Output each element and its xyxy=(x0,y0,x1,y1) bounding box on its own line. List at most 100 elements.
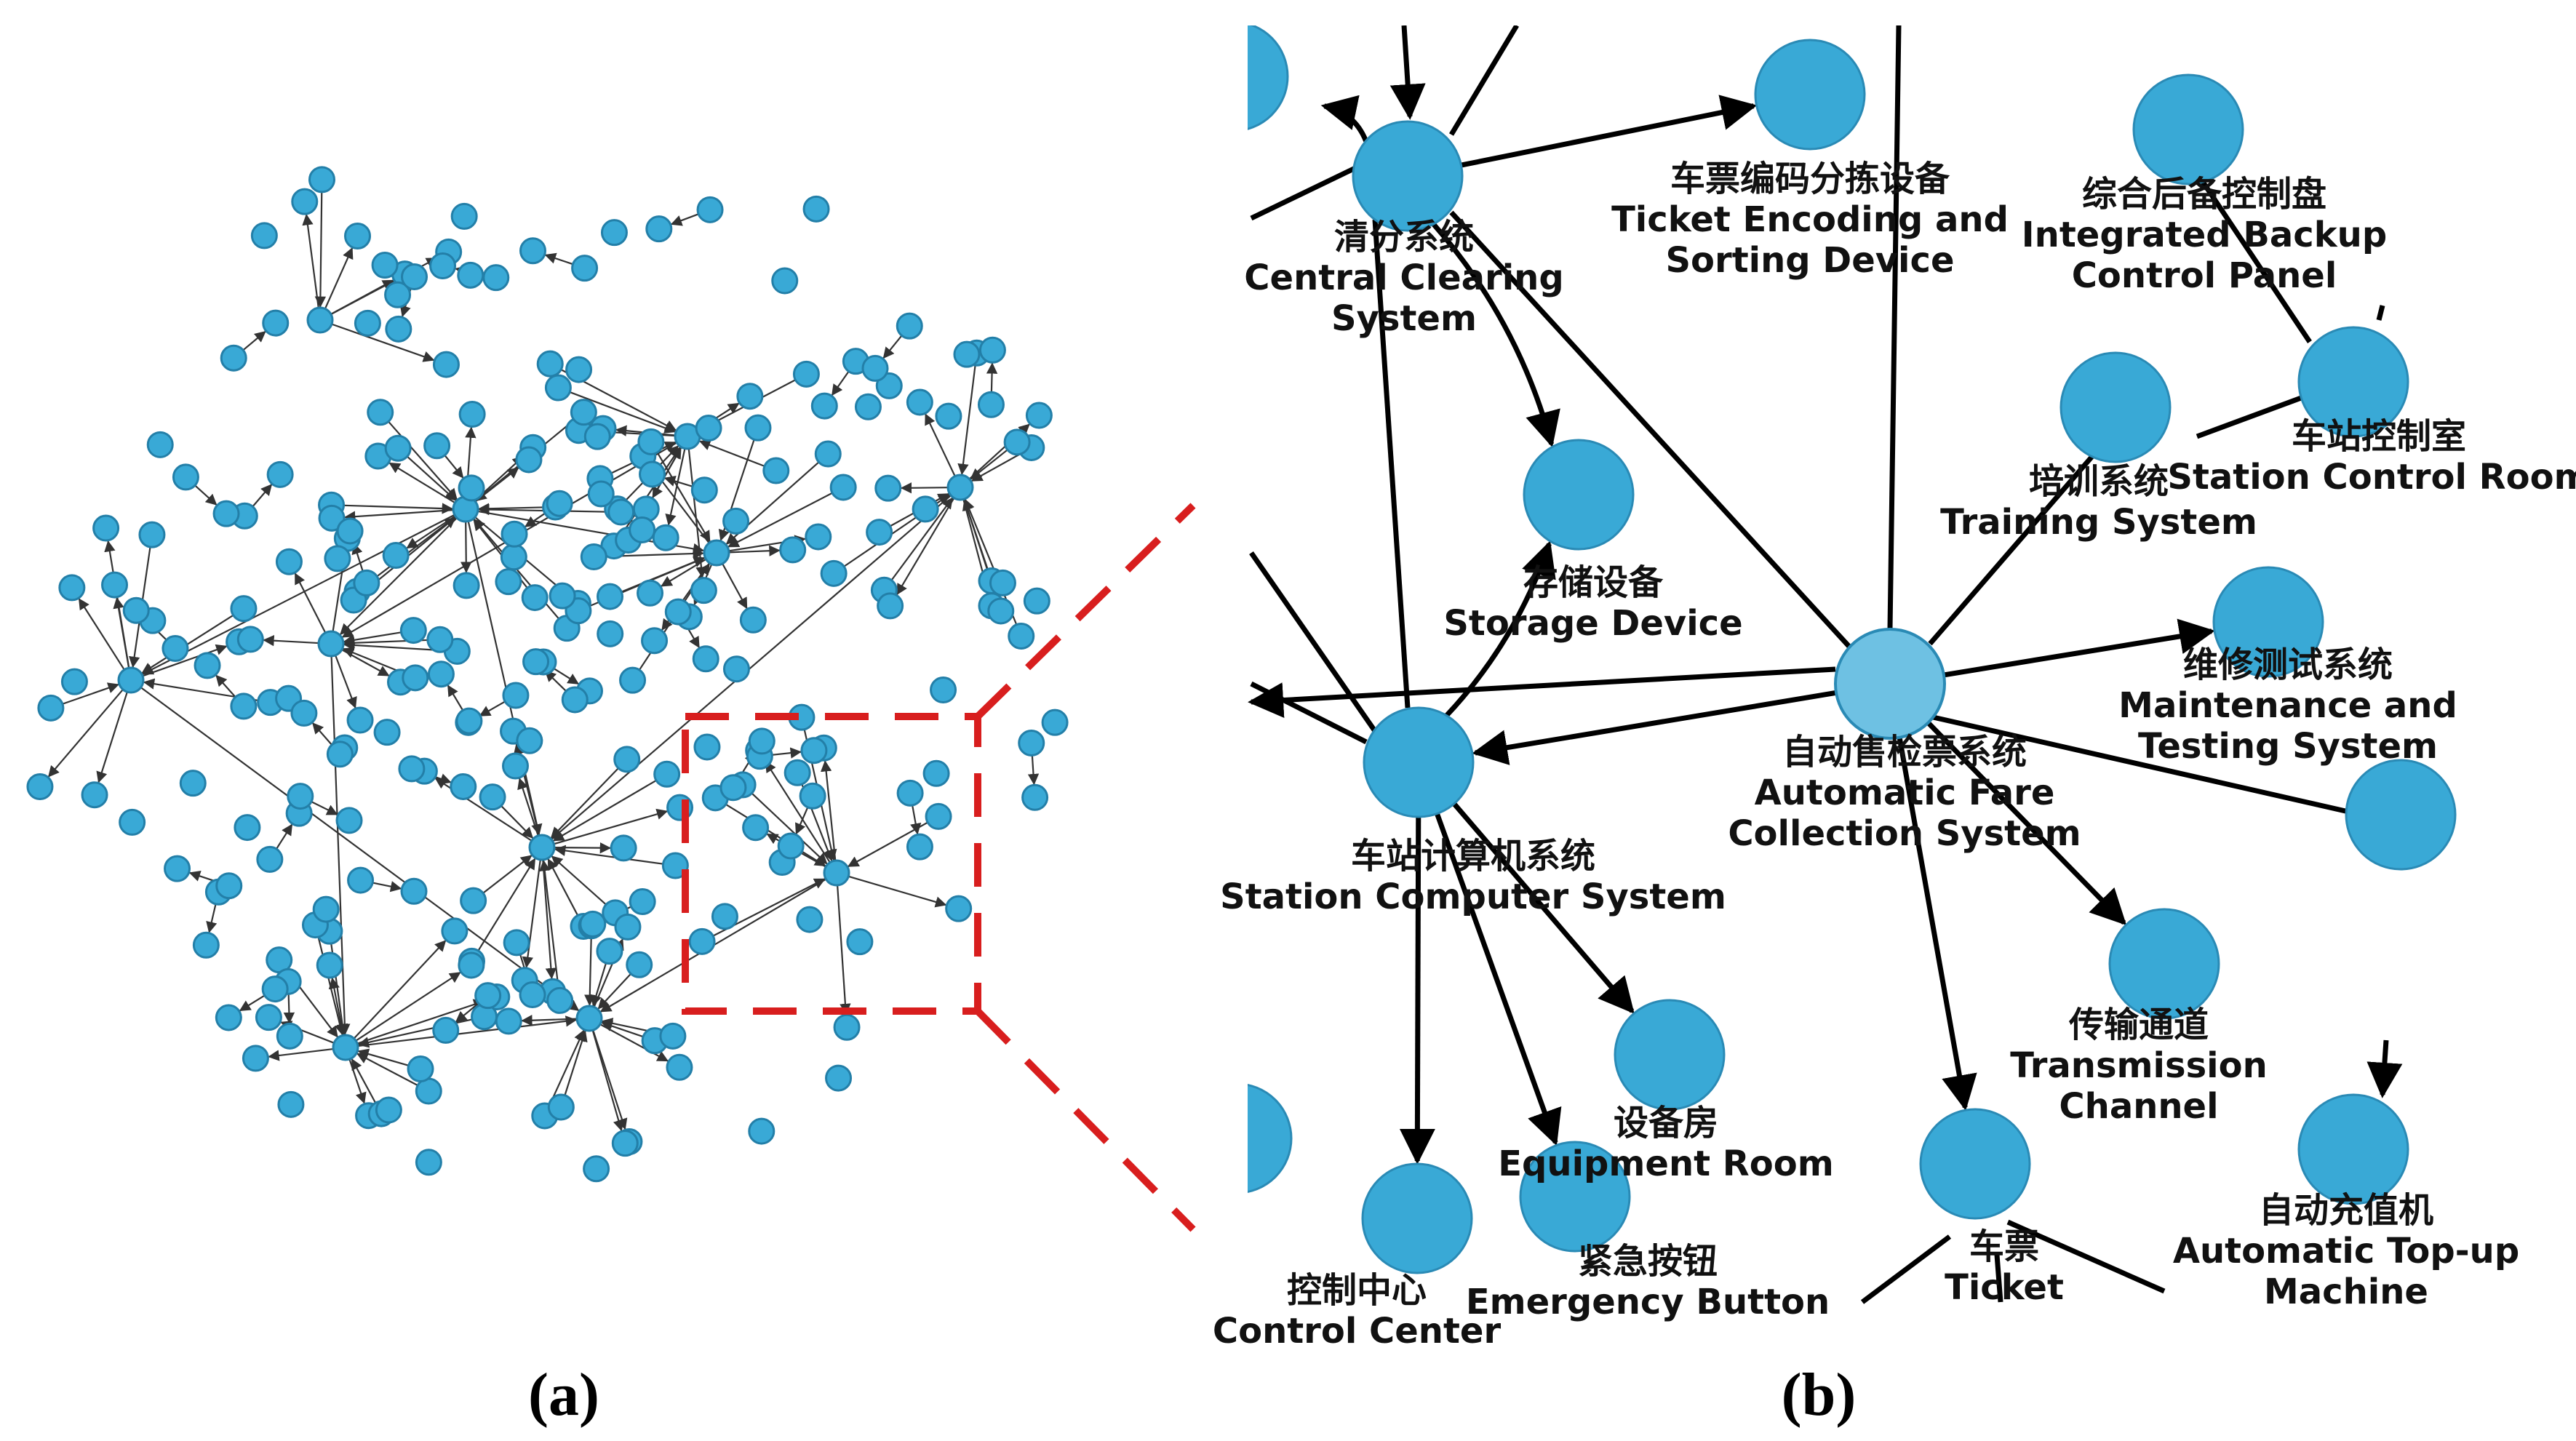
node-offscreen xyxy=(1248,1084,1293,1193)
detail-edge xyxy=(1372,219,1411,708)
detail-edge xyxy=(1250,681,1368,745)
overview-node xyxy=(427,660,455,688)
overview-edge xyxy=(549,1029,585,1105)
overview-edge xyxy=(550,855,607,906)
detail-edge xyxy=(1926,721,2127,926)
overview-node xyxy=(502,682,530,709)
overview-hub-node xyxy=(317,630,345,658)
overview-node xyxy=(452,572,480,599)
overview-node xyxy=(688,927,716,955)
overview-node xyxy=(613,746,641,773)
overview-node xyxy=(164,855,191,882)
overview-edge xyxy=(539,859,559,989)
overview-edge xyxy=(551,495,952,840)
overview-node xyxy=(354,309,381,337)
overview-node xyxy=(335,807,363,834)
overview-node xyxy=(637,579,664,607)
overview-edge xyxy=(302,213,319,308)
overview-node xyxy=(81,781,108,809)
detail-edge xyxy=(2201,180,2312,343)
detail-edge xyxy=(1249,551,1377,733)
overview-node xyxy=(820,559,848,587)
overview-node xyxy=(565,356,593,383)
overview-edge xyxy=(924,412,956,477)
overview-node xyxy=(291,188,319,215)
overview-node xyxy=(516,727,543,754)
overview-node xyxy=(906,388,933,416)
overview-node xyxy=(455,707,483,735)
overview-edge xyxy=(665,448,686,526)
zoom-leader-bottom xyxy=(975,1008,1196,1232)
overview-node xyxy=(450,202,478,230)
overview-node xyxy=(457,261,485,289)
node-clearing xyxy=(1352,120,1464,232)
label-en: Storage Device xyxy=(1443,603,1742,644)
overview-edge xyxy=(820,760,837,861)
overview-node xyxy=(346,706,374,734)
node-control-room xyxy=(2297,326,2409,438)
overview-edge xyxy=(479,700,506,717)
overview-edge xyxy=(542,859,557,980)
overview-node xyxy=(266,460,294,488)
overview-node xyxy=(861,354,889,382)
overview-node xyxy=(653,760,681,788)
overview-node xyxy=(652,524,679,551)
label-en: Control Center xyxy=(1213,1311,1502,1352)
overview-node xyxy=(596,938,623,965)
overview-node xyxy=(805,523,832,551)
node-backup xyxy=(2132,73,2244,185)
overview-node xyxy=(825,1064,853,1092)
overview-node xyxy=(829,474,857,501)
detail-edge xyxy=(2366,1039,2403,1098)
overview-node xyxy=(162,635,189,663)
overview-edge xyxy=(311,801,339,816)
overview-node xyxy=(261,975,289,1003)
overview-node xyxy=(515,446,543,474)
overview-node xyxy=(236,626,264,653)
overview-hub-node xyxy=(332,1034,359,1061)
overview-node xyxy=(275,548,303,575)
overview-node xyxy=(37,694,65,722)
overview-node xyxy=(614,913,642,941)
detail-edge xyxy=(1897,737,1977,1111)
overview-node xyxy=(777,832,805,860)
detail-edge xyxy=(1431,222,1560,448)
label-en: Maintenance and xyxy=(2118,685,2457,726)
overview-node xyxy=(215,1004,242,1031)
overview-node xyxy=(429,252,457,279)
overview-node xyxy=(744,414,772,442)
node-scs xyxy=(1363,706,1475,818)
overview-node xyxy=(695,415,722,442)
overview-node xyxy=(179,770,207,797)
overview-node xyxy=(58,574,86,602)
overview-edge xyxy=(343,631,402,646)
overview-node xyxy=(637,428,665,455)
detail-edge xyxy=(1929,714,2397,833)
overview-edge xyxy=(890,497,954,581)
overview-edge xyxy=(206,903,218,933)
overview-node xyxy=(645,215,673,243)
overview-node xyxy=(344,223,372,250)
node-training xyxy=(2059,351,2172,463)
label-zh: 自动售检票系统 xyxy=(1782,732,2027,773)
overview-hub-node xyxy=(117,666,145,694)
overview-edge xyxy=(584,938,596,1007)
overview-edge xyxy=(215,674,236,698)
overview-node xyxy=(579,910,607,938)
network-detail xyxy=(1248,25,2457,1304)
overview-node xyxy=(736,383,764,410)
overview-edge xyxy=(722,563,749,610)
overview-edge xyxy=(477,503,543,514)
overview-edge xyxy=(194,484,218,506)
overview-hub-node xyxy=(528,834,556,861)
overview-node xyxy=(935,402,962,430)
overview-node xyxy=(629,887,656,915)
overview-edge xyxy=(366,516,457,585)
overview-edge xyxy=(351,1058,377,1103)
overview-node xyxy=(242,1045,269,1072)
